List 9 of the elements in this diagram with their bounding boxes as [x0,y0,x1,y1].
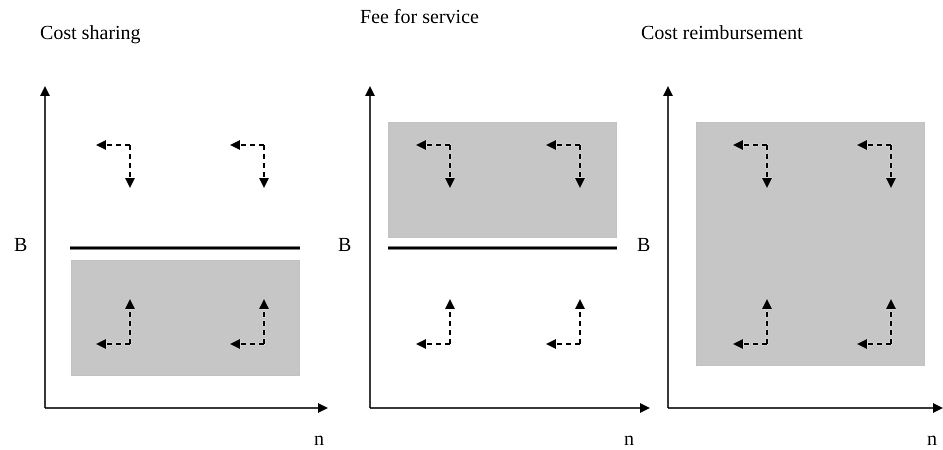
axis-label: n [624,428,634,450]
axis-label: B [637,234,650,256]
panel-title: Cost reimbursement [641,22,803,44]
axis-label: n [314,428,324,450]
axis-label: n [927,428,937,450]
axis-label: B [338,234,352,256]
panel-title: Cost sharing [40,22,141,44]
panel-title: Fee for service [360,6,479,28]
axis-label: B [14,234,28,256]
